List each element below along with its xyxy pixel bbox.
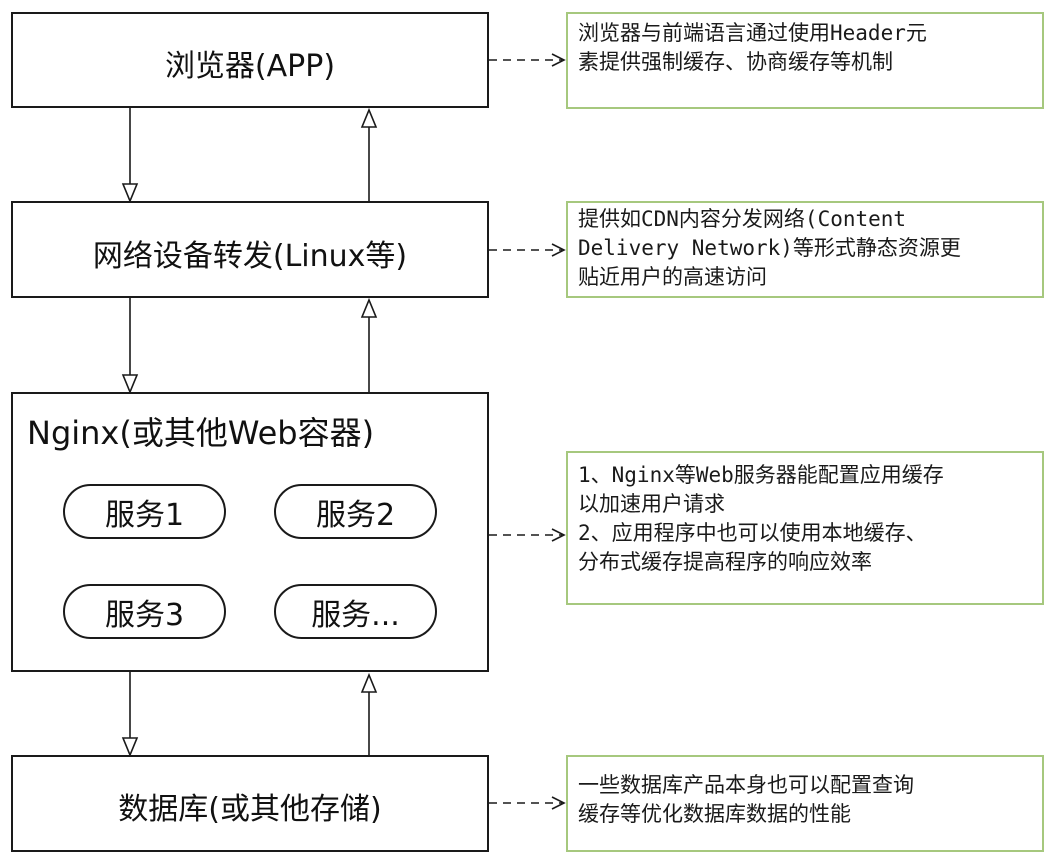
browser-layer-box: 浏览器(APP) bbox=[11, 12, 489, 108]
arrowhead-up bbox=[360, 672, 378, 693]
arrowhead-down bbox=[121, 737, 139, 758]
arrowhead-up bbox=[360, 107, 378, 128]
database-layer-box: 数据库(或其他存储) bbox=[11, 755, 489, 852]
note-line: 一些数据库产品本身也可以配置查询 bbox=[578, 773, 914, 797]
database-layer-label: 数据库(或其他存储) bbox=[118, 792, 382, 827]
note-line: 以加速用户请求 bbox=[578, 492, 725, 516]
server-note: 1、Nginx等Web服务器能配置应用缓存 以加速用户请求 2、应用程序中也可以… bbox=[566, 451, 1044, 605]
network-note: 提供如CDN内容分发网络(Content Delivery Network)等形… bbox=[566, 201, 1044, 298]
note-line: 缓存等优化数据库数据的性能 bbox=[578, 802, 851, 826]
arrowhead-down bbox=[121, 183, 139, 204]
service-pill: 服务1 bbox=[63, 484, 226, 539]
service-pill: 服务... bbox=[274, 584, 437, 639]
network-layer-label: 网络设备转发(Linux等) bbox=[92, 239, 408, 274]
browser-note: 浏览器与前端语言通过使用Header元 素提供强制缓存、协商缓存等机制 bbox=[566, 12, 1044, 109]
note-line: 浏览器与前端语言通过使用Header元 bbox=[578, 21, 927, 45]
note-line: 提供如CDN内容分发网络(Content bbox=[578, 207, 907, 231]
browser-layer-label: 浏览器(APP) bbox=[164, 49, 336, 84]
note-line: 贴近用户的高速访问 bbox=[578, 265, 767, 289]
server-layer-label: Nginx(或其他Web容器) bbox=[27, 414, 375, 452]
database-note: 一些数据库产品本身也可以配置查询 缓存等优化数据库数据的性能 bbox=[566, 755, 1044, 852]
arrowhead-open bbox=[551, 796, 566, 810]
note-line: Delivery Network)等形式静态资源更 bbox=[578, 236, 961, 260]
arrowhead-open bbox=[551, 53, 566, 67]
arrowhead-down bbox=[121, 374, 139, 395]
arrowhead-open bbox=[551, 243, 566, 257]
service-pill: 服务2 bbox=[274, 484, 437, 539]
note-line: 1、Nginx等Web服务器能配置应用缓存 bbox=[578, 463, 944, 487]
note-line: 分布式缓存提高程序的响应效率 bbox=[578, 550, 872, 574]
network-layer-box: 网络设备转发(Linux等) bbox=[11, 201, 489, 298]
arrowhead-open bbox=[551, 528, 566, 542]
service-pill: 服务3 bbox=[63, 584, 226, 639]
note-line: 2、应用程序中也可以使用本地缓存、 bbox=[578, 521, 927, 545]
note-line: 素提供强制缓存、协商缓存等机制 bbox=[578, 50, 893, 74]
arrowhead-up bbox=[360, 297, 378, 318]
